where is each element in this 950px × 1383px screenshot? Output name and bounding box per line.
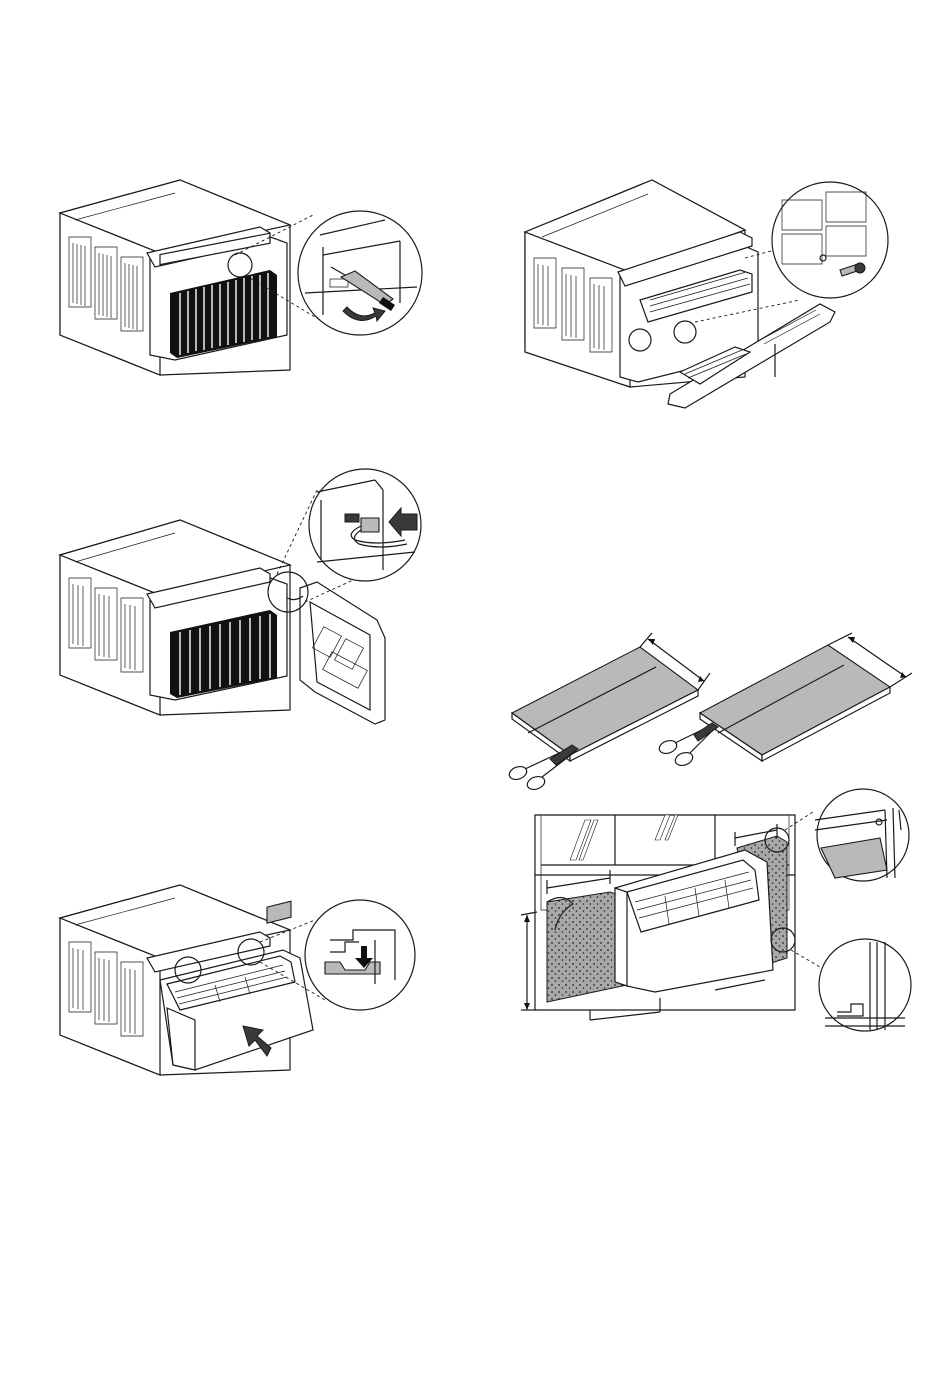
scissors-icon	[657, 723, 718, 768]
figure-connect-front-panel-wire	[55, 470, 425, 730]
figure-remove-top-vent	[520, 172, 890, 412]
figure-install-in-window	[515, 780, 915, 1040]
air-conditioner-icon	[55, 175, 425, 385]
air-conditioner-icon	[55, 470, 425, 730]
figure-cut-insulation-panels	[500, 625, 920, 795]
figure-attach-front-panel	[55, 880, 425, 1080]
air-conditioner-icon	[520, 172, 890, 412]
foam-panel-icon	[500, 625, 920, 795]
window-icon	[515, 780, 915, 1040]
air-conditioner-icon	[55, 880, 425, 1080]
figure-remove-front-grille	[55, 175, 425, 385]
